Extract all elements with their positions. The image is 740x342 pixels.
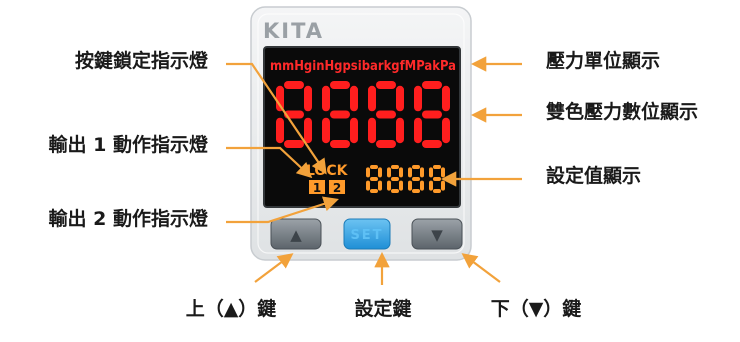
main-readout-segment: [442, 117, 450, 144]
arrow-down-key: [461, 253, 501, 283]
down-triangle-icon: ▼: [431, 226, 443, 244]
set-readout-segment: [391, 189, 399, 193]
label-out2-indicator: 輸出 2 動作指示燈: [48, 208, 208, 230]
out2-badge-text: 2: [333, 181, 341, 195]
main-readout-digit: [368, 81, 404, 148]
set-readout-segment: [441, 180, 445, 191]
set-readout-segment: [420, 180, 424, 191]
set-readout-segment: [366, 180, 370, 191]
set-readout-segment: [412, 165, 420, 169]
main-readout-segment: [376, 140, 396, 148]
set-readout-digit: [408, 165, 424, 193]
main-readout-segment: [284, 81, 304, 89]
brand-logo: KITA: [263, 19, 324, 43]
set-readout-segment: [387, 180, 391, 191]
set-readout-segment: [399, 180, 403, 191]
leader-arrows: [226, 56, 522, 285]
set-readout-segment: [399, 167, 403, 178]
main-readout-segment: [350, 85, 358, 112]
main-readout-segment: [304, 85, 312, 112]
label-set-display: 設定值顯示: [546, 165, 642, 187]
set-readout-segment: [408, 180, 412, 191]
set-readout-segment: [433, 177, 441, 181]
up-triangle-icon: ▲: [290, 226, 302, 244]
lock-label: LOCK: [306, 163, 349, 179]
label-up-key: 上（▲）鍵: [185, 298, 277, 320]
main-readout-segment: [396, 117, 404, 144]
set-readout-segment: [378, 167, 382, 178]
set-readout-digit: [366, 165, 382, 193]
main-readout-segment: [368, 117, 376, 144]
main-readout-segment: [396, 85, 404, 112]
set-readout-segment: [387, 167, 391, 178]
main-readout-segment: [376, 110, 396, 119]
set-button-label: SET: [350, 228, 383, 243]
main-readout-segment: [276, 85, 284, 112]
main-readout-segment: [422, 81, 442, 89]
main-readout-digit: [276, 81, 312, 148]
out1-badge: [309, 180, 325, 194]
set-readout-segment: [429, 180, 433, 191]
set-readout-segment: [412, 189, 420, 193]
main-readout-segment: [422, 110, 442, 119]
set-readout-segment: [420, 167, 424, 178]
set-readout-segment: [370, 177, 378, 181]
main-readout-segment: [330, 140, 350, 148]
label-lock-indicator: 按鍵鎖定指示燈: [74, 50, 208, 72]
main-readout-segment: [284, 110, 304, 119]
main-readout-digit: [322, 81, 358, 148]
set-readout-segment: [391, 177, 399, 181]
set-readout-segment: [370, 165, 378, 169]
unit-strip: mmHginHgpsibarkgfMPakPa: [270, 59, 456, 74]
main-readout-segment: [350, 117, 358, 144]
arrow-out2: [226, 196, 339, 224]
main-readout-segment: [330, 110, 350, 119]
set-readout-segment: [391, 165, 399, 169]
main-readout-segment: [322, 85, 330, 112]
set-readout-digit: [387, 165, 403, 193]
set-readout-segment: [433, 165, 441, 169]
label-dual-display: 雙色壓力數位顯示: [546, 101, 699, 123]
main-readout-segment: [276, 117, 284, 144]
set-readout-segment: [441, 167, 445, 178]
set-button[interactable]: [343, 218, 391, 250]
main-readout-segment: [284, 140, 304, 148]
set-readout-segment: [408, 167, 412, 178]
main-readout-segment: [442, 85, 450, 112]
set-readout-segment: [412, 177, 420, 181]
set-readout-segment: [370, 189, 378, 193]
label-unit-display: 壓力單位顯示: [546, 50, 661, 72]
up-button[interactable]: [270, 218, 322, 250]
set-readout-segment: [429, 167, 433, 178]
set-readout-segment: [433, 189, 441, 193]
main-readout: [276, 81, 450, 148]
arrow-lock: [226, 62, 327, 175]
arrow-up-key: [254, 253, 294, 283]
down-button[interactable]: [411, 218, 463, 250]
set-readout-segment: [366, 167, 370, 178]
label-set-key: 設定鍵: [354, 298, 412, 320]
main-readout-digit: [414, 81, 450, 148]
arrow-out1: [226, 146, 313, 179]
main-readout-segment: [414, 85, 422, 112]
label-out1-indicator: 輸出 1 動作指示燈: [48, 134, 208, 156]
main-readout-segment: [422, 140, 442, 148]
main-readout-segment: [368, 85, 376, 112]
set-readout-segment: [378, 180, 382, 191]
out2-badge: [329, 180, 345, 194]
main-readout-segment: [330, 81, 350, 89]
main-readout-segment: [376, 81, 396, 89]
out1-badge-text: 1: [313, 181, 321, 195]
main-readout-segment: [304, 117, 312, 144]
label-down-key: 下（▼）鍵: [490, 298, 582, 320]
main-readout-segment: [414, 117, 422, 144]
main-readout-segment: [322, 117, 330, 144]
